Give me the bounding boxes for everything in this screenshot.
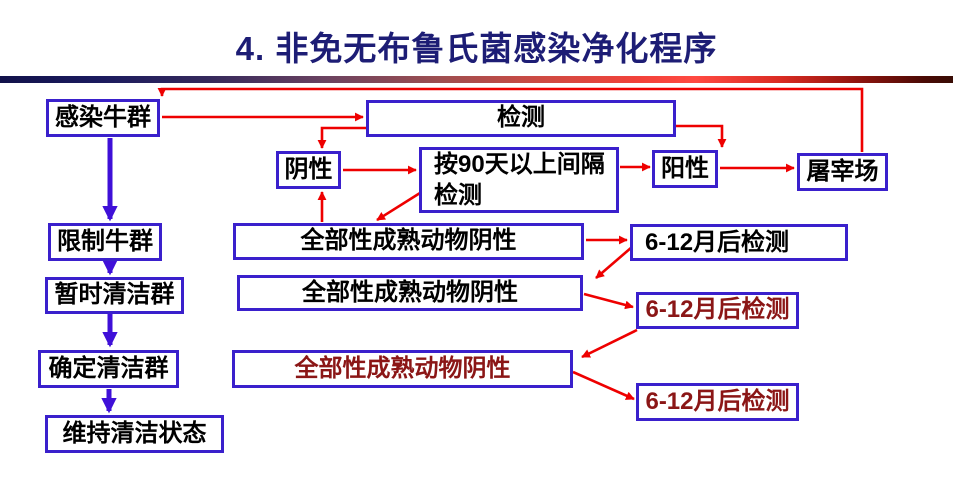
node-all-mature-negative-1: 全部性成熟动物阴性 — [233, 223, 584, 260]
node-temp-clean-herd: 暂时清洁群 — [45, 277, 184, 314]
node-interval-test: 按90天以上间隔 检测 — [419, 147, 619, 213]
left-column-blue-arrows — [101, 138, 118, 414]
node-infected-herd: 感染牛群 — [46, 99, 160, 137]
node-positive: 阳性 — [652, 150, 718, 188]
node-all-mature-negative-2: 全部性成熟动物阴性 — [237, 275, 583, 311]
node-test: 检测 — [366, 100, 676, 137]
title-divider-gradient-bar — [0, 76, 953, 83]
slide-title: 4. 非免无布鲁氏菌感染净化程序 — [235, 30, 718, 67]
node-maintain-clean-status: 维持清洁状态 — [45, 415, 224, 453]
node-all-mature-negative-3: 全部性成熟动物阴性 — [232, 350, 573, 388]
node-restricted-herd: 限制牛群 — [48, 223, 162, 261]
node-retest-6-12-months-3: 6-12月后检测 — [636, 383, 799, 421]
node-retest-6-12-months-1: 6-12月后检测 — [630, 224, 848, 261]
node-slaughterhouse: 屠宰场 — [797, 153, 888, 191]
red-flow-arrows — [157, 87, 864, 401]
node-negative: 阴性 — [276, 151, 341, 189]
node-retest-6-12-months-2: 6-12月后检测 — [636, 292, 799, 329]
node-confirmed-clean-herd: 确定清洁群 — [38, 350, 179, 388]
